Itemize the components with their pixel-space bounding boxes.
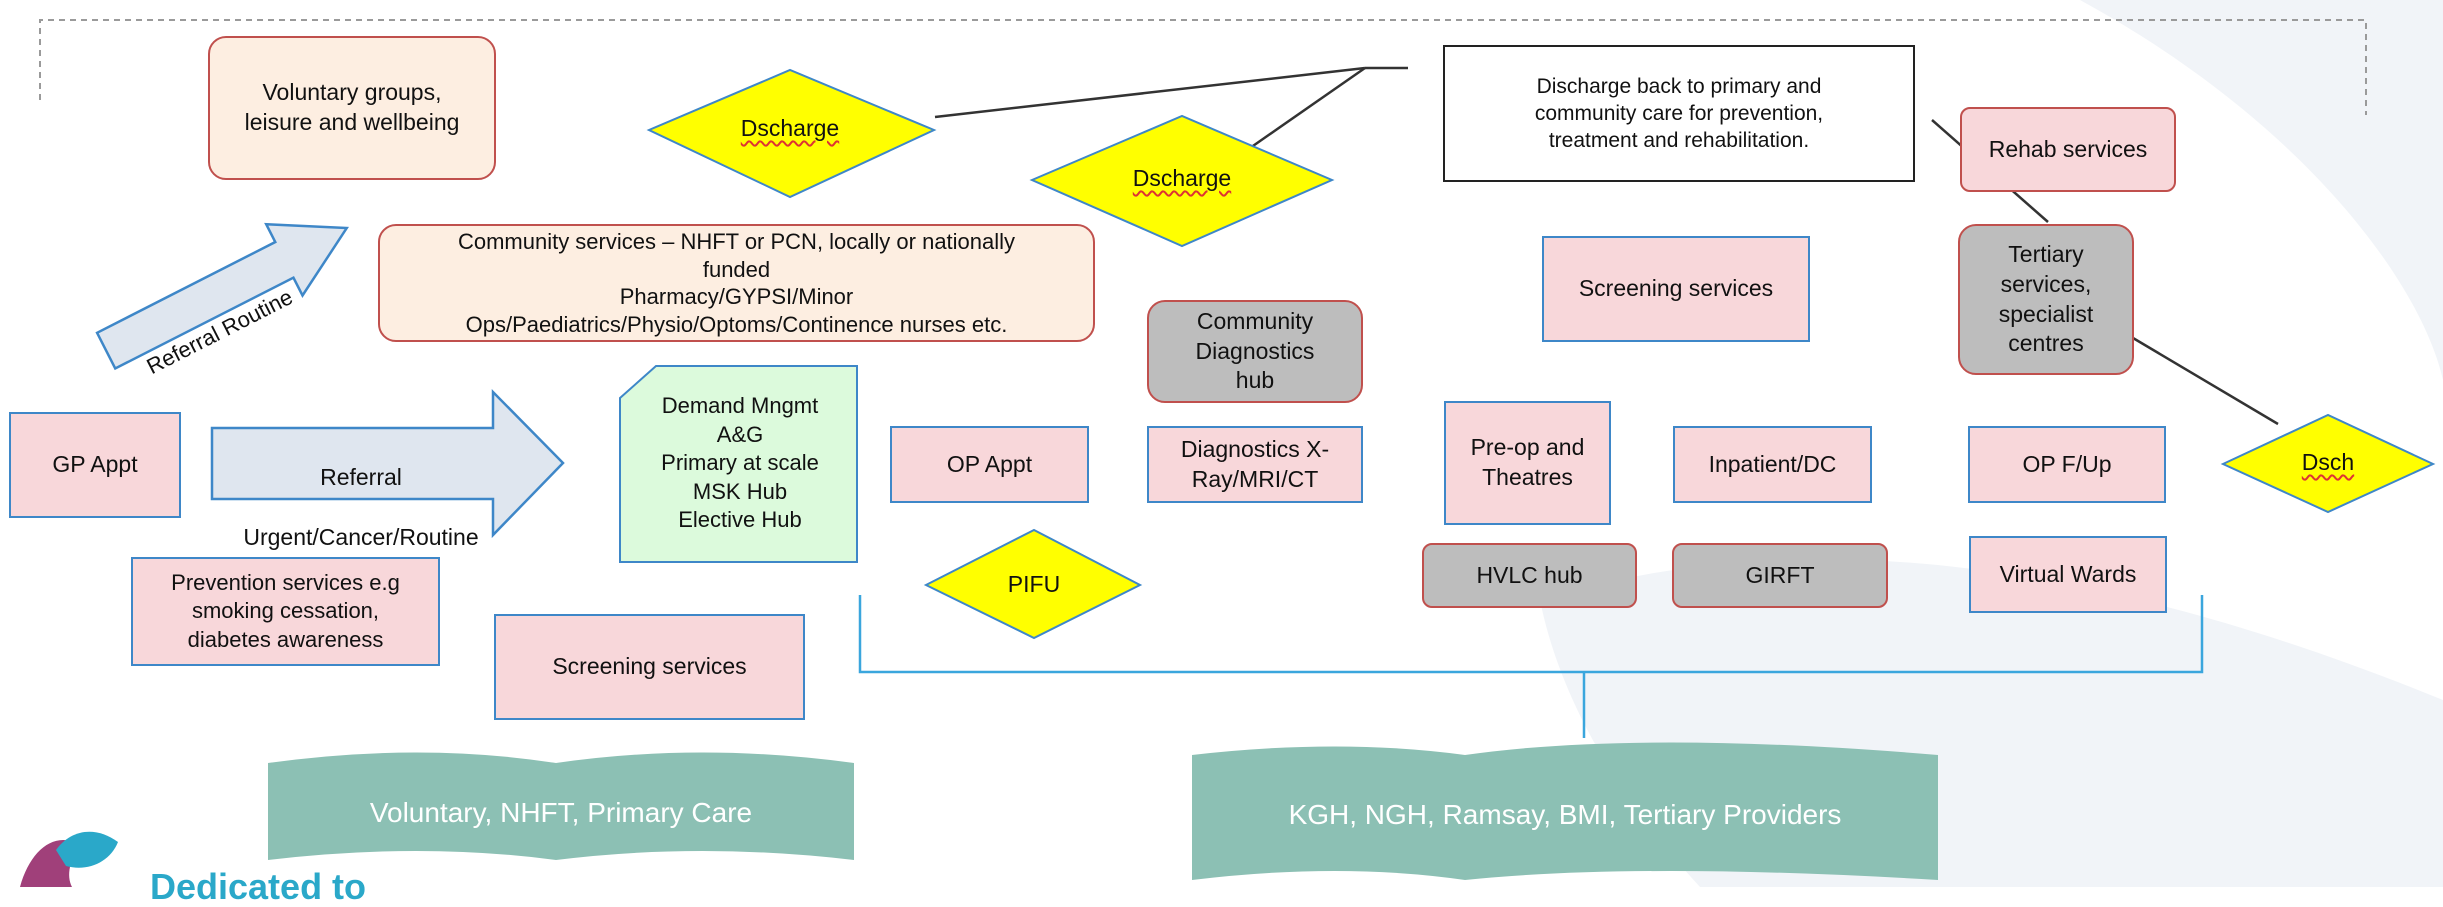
banner-left xyxy=(268,752,854,860)
logo-text: Dedicated to xyxy=(150,866,367,907)
demand-management-shape xyxy=(619,365,858,563)
screening-services-top-box: Screening services xyxy=(1542,236,1810,342)
rehab-services-box: Rehab services xyxy=(1960,107,2176,192)
referral-label-line2: Urgent/Cancer/Routine xyxy=(243,523,479,550)
connector-discharge-left xyxy=(934,66,1366,119)
discharge-left-label: Dscharge xyxy=(740,115,840,141)
connector-tertiary-dsch xyxy=(2132,336,2279,426)
virtual-wards-box: Virtual Wards xyxy=(1969,536,2167,613)
voluntary-groups-box: Voluntary groups, leisure and wellbeing xyxy=(208,36,496,180)
discharge-back-box: Discharge back to primary and community … xyxy=(1443,45,1915,182)
diagnostics-xray-box: Diagnostics X- Ray/MRI/CT xyxy=(1147,426,1363,503)
prevention-services-box: Prevention services e.g smoking cessatio… xyxy=(131,557,440,666)
pifu-label: PIFU xyxy=(1007,571,1061,597)
dsch-label: Dsch xyxy=(2301,449,2355,475)
preop-theatres-box: Pre-op and Theatres xyxy=(1444,401,1611,525)
logo-teal-leaf xyxy=(56,831,118,868)
referral-label-line1: Referral xyxy=(320,463,402,490)
dsch-diamond xyxy=(2220,413,2436,514)
community-services-box: Community services – NHFT or PCN, locall… xyxy=(378,224,1095,342)
banner-left-label: Voluntary, NHFT, Primary Care xyxy=(369,797,753,828)
pifu-diamond xyxy=(923,528,1143,640)
discharge-center-diamond xyxy=(1029,114,1335,248)
gp-appt-box: GP Appt xyxy=(9,412,181,518)
referral-routine-arrow xyxy=(95,222,349,371)
tertiary-services-box: Tertiary services, specialist centres xyxy=(1958,224,2134,375)
community-diagnostics-hub-box: Community Diagnostics hub xyxy=(1147,300,1363,403)
screening-services-bottom-box: Screening services xyxy=(494,614,805,720)
banner-right-label: KGH, NGH, Ramsay, BMI, Tertiary Provider… xyxy=(1288,799,1842,830)
discharge-center-label: Dscharge xyxy=(1132,165,1232,191)
demand-management-label: Demand Mngmt A&G Primary at scale MSK Hu… xyxy=(661,393,819,533)
referral-urgent-arrow xyxy=(210,388,565,539)
referral-urgent-label: Referral Urgent/Cancer/Routine xyxy=(226,433,496,582)
bracket-line xyxy=(858,595,2204,674)
inpatient-dc-box: Inpatient/DC xyxy=(1673,426,1872,503)
banner-right xyxy=(1192,742,1938,880)
dashed-frame xyxy=(39,19,2367,115)
diagram-canvas xyxy=(20,0,2443,887)
op-appt-box: OP Appt xyxy=(890,426,1089,503)
discharge-left-diamond xyxy=(646,68,937,199)
connector-discharge-center xyxy=(1249,66,1366,150)
hvlc-hub-box: HVLC hub xyxy=(1422,543,1637,608)
op-followup-box: OP F/Up xyxy=(1968,426,2166,503)
background-swirl xyxy=(1540,0,2443,887)
girft-box: GIRFT xyxy=(1672,543,1888,608)
